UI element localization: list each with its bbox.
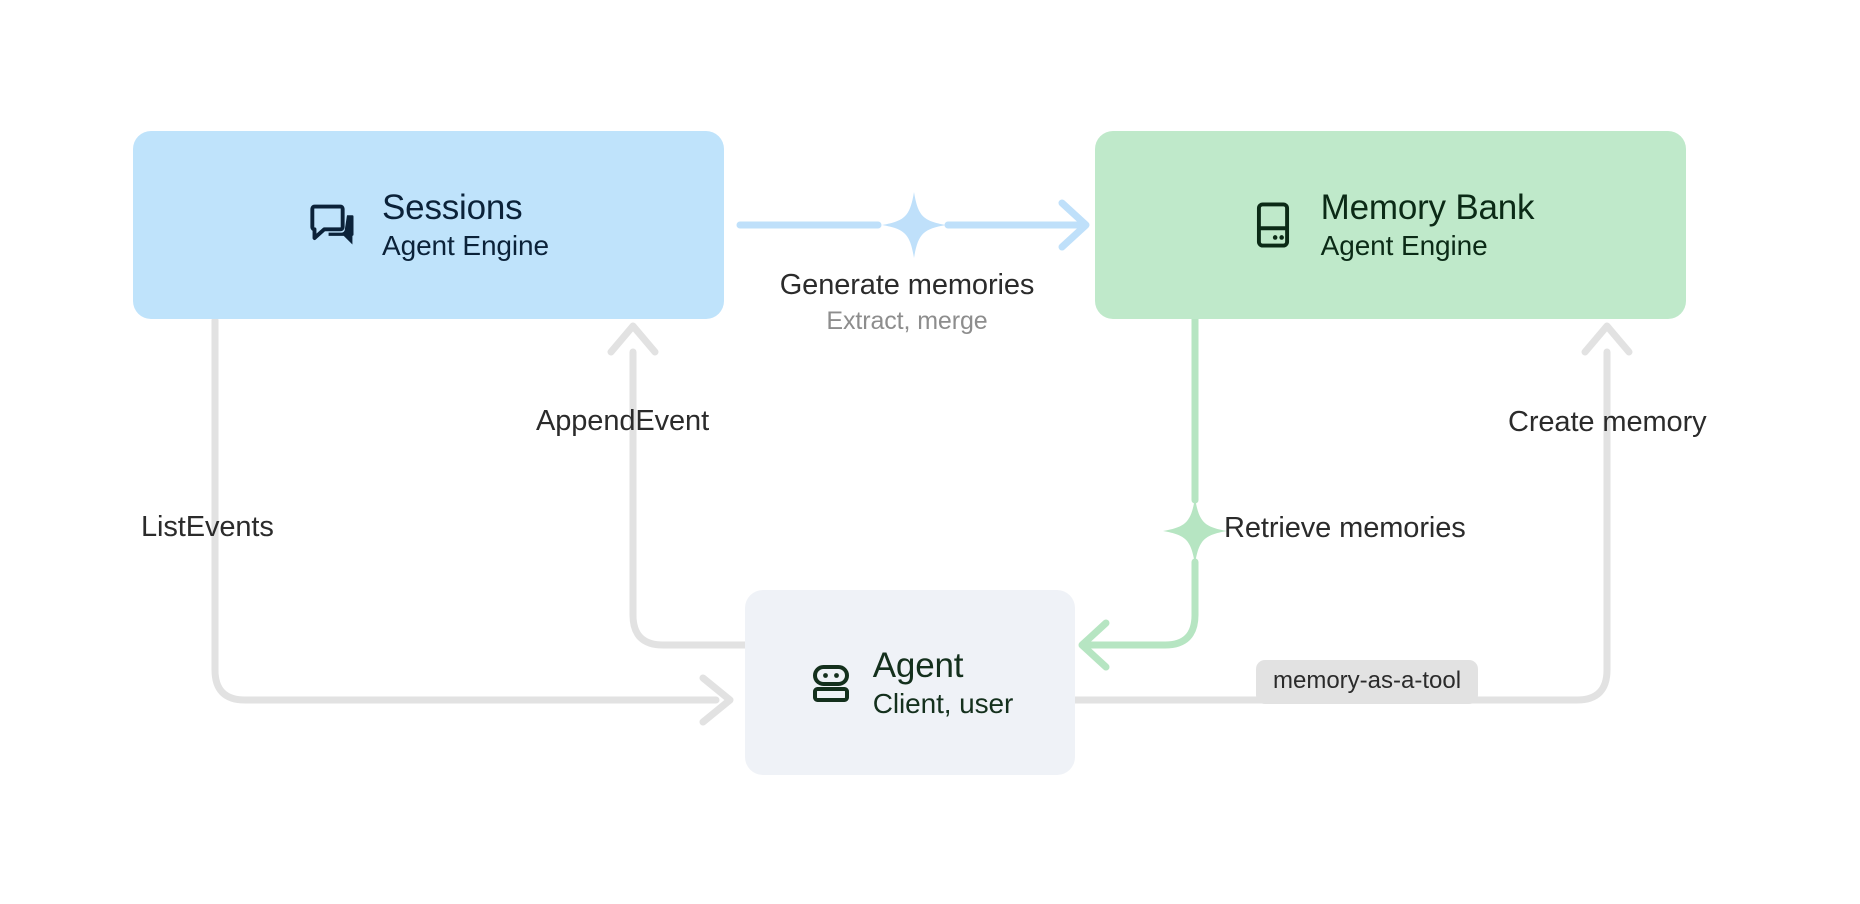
edge-list-events-arrowhead: [699, 674, 734, 726]
edge-sublabel-extract-merge: Extract, merge: [826, 307, 988, 335]
node-memory-bank-title: Memory Bank: [1320, 188, 1535, 228]
edge-generate-memories-arrowhead: [1058, 199, 1090, 251]
edge-append-event-line: [629, 348, 749, 649]
sparkle-icon-retrieve: [1163, 498, 1227, 564]
edge-retrieve-memories-line-lower: [1084, 558, 1199, 649]
edge-label-list-events: ListEvents: [141, 511, 274, 543]
node-sessions-title: Sessions: [382, 188, 523, 228]
sparkle-icon-generate: [882, 192, 946, 258]
robot-icon: [807, 658, 855, 706]
node-agent-title: Agent: [872, 645, 964, 685]
edge-label-create-memory: Create memory: [1508, 406, 1707, 438]
node-agent[interactable]: Agent Client, user: [745, 590, 1075, 775]
edge-generate-memories: [736, 192, 1090, 258]
node-memory-bank[interactable]: Memory Bank Agent Engine: [1095, 131, 1686, 319]
edge-label-generate-memories: Generate memories: [779, 269, 1035, 301]
node-sessions[interactable]: Sessions Agent Engine: [133, 131, 724, 319]
edge-list-events: [211, 316, 734, 726]
node-sessions-subtitle: Agent Engine: [382, 230, 549, 262]
edge-retrieve-memories: [1078, 315, 1227, 671]
node-agent-text: Agent Client, user: [872, 645, 1014, 720]
badge-memory-as-a-tool: memory-as-a-tool: [1256, 660, 1479, 704]
node-memory-bank-subtitle: Agent Engine: [1320, 230, 1488, 262]
node-memory-bank-text: Memory Bank Agent Engine: [1321, 188, 1535, 262]
node-agent-subtitle: Client, user: [872, 687, 1014, 719]
edge-append-event: [607, 322, 749, 649]
edge-label-append-event: AppendEvent: [536, 405, 710, 437]
edge-retrieve-memories-arrowhead: [1078, 619, 1110, 671]
edge-create-memory-arrowhead: [1581, 322, 1633, 356]
database-storage-icon: [1247, 199, 1299, 251]
edge-append-event-arrowhead: [607, 322, 659, 356]
node-sessions-text: Sessions Agent Engine: [382, 188, 549, 262]
edge-label-retrieve-memories: Retrieve memories: [1224, 512, 1466, 544]
chat-bubbles-icon: [308, 199, 360, 251]
edge-list-events-line: [211, 316, 720, 704]
